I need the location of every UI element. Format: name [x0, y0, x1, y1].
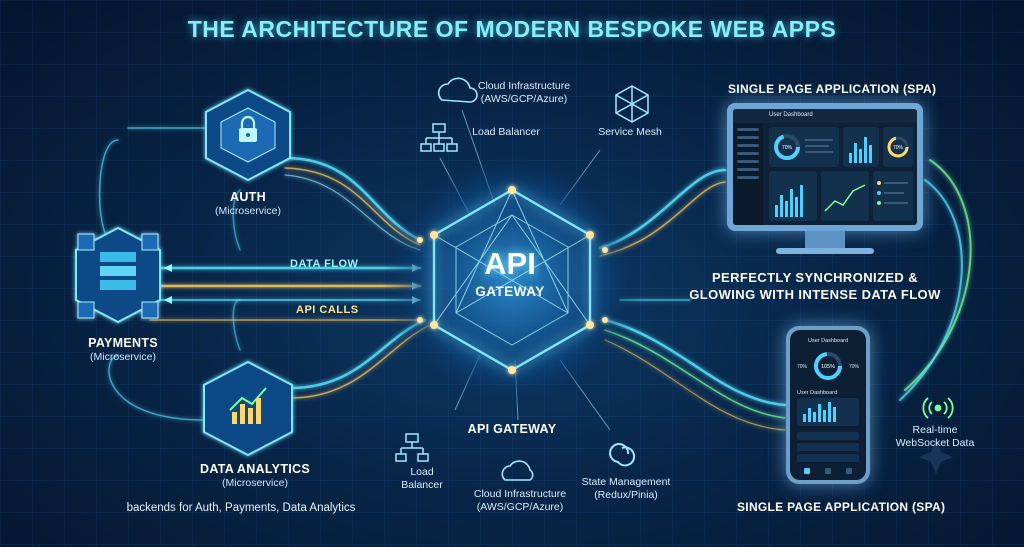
spa-top-heading: SINGLE PAGE APPLICATION (SPA) — [728, 82, 937, 96]
monitor-list-card — [873, 171, 913, 221]
analytics-cube-cluster — [203, 360, 293, 457]
grid-icon — [825, 468, 831, 474]
monitor-gauge1-text: 70% — [782, 145, 793, 151]
phone-gauge-center: 105% — [821, 364, 835, 370]
desktop-monitor: User Dashboard 70% 70% — [727, 103, 923, 231]
gauge-chart: 70% — [774, 134, 833, 160]
phone-list-row — [797, 443, 859, 451]
monitor-dashboard-title: User Dashboard — [769, 112, 813, 118]
monitor-gauge2-card: 70% — [883, 127, 913, 167]
phone-list-row — [797, 454, 859, 462]
monitor-screen: User Dashboard 70% 70% — [733, 109, 917, 225]
phone-gauge-right: 70% — [849, 364, 860, 370]
analytics-label: DATA ANALYTICS (Microservice) — [190, 462, 320, 490]
auth-cube-cluster — [205, 88, 291, 182]
gateway-nodes — [417, 186, 608, 374]
gateway-line2: GATEWAY — [475, 284, 545, 299]
flow-arrows — [164, 264, 420, 304]
monitor-topbar — [733, 109, 917, 123]
state-management-label: State Management (Redux/Pinia) — [581, 476, 671, 501]
bar-chart-icon — [229, 387, 267, 424]
phone-gauge-left: 70% — [797, 364, 808, 370]
monitor-base — [776, 248, 874, 254]
phone-list-row — [797, 432, 859, 440]
lock-icon — [239, 115, 257, 142]
spa-bottom-heading: SINGLE PAGE APPLICATION (SPA) — [737, 500, 946, 514]
gateway-inner-lines — [433, 189, 591, 346]
phone-section-title: User Dashboard — [797, 390, 838, 396]
monitor-sidebar — [733, 123, 763, 225]
payments-type: (Microservice) — [90, 351, 156, 363]
payments-label: PAYMENTS (Microservice) — [68, 336, 178, 364]
page-title: THE ARCHITECTURE OF MODERN BESPOKE WEB A… — [187, 16, 837, 42]
phone-bars-card — [797, 398, 859, 426]
wifi-icon — [922, 397, 954, 419]
monitor-line-card — [821, 171, 869, 221]
monitor-gauge2-text: 70% — [893, 145, 904, 151]
monitor-gauge-card: 70% — [769, 127, 839, 167]
top-load-balancer-label: Load Balancer — [472, 126, 540, 138]
analytics-name: DATA ANALYTICS — [200, 462, 310, 476]
monitor-stand — [805, 231, 845, 249]
home-icon — [804, 468, 810, 474]
payments-name: PAYMENTS — [88, 336, 158, 350]
top-mesh-icon — [615, 85, 649, 123]
monitor-bars-card — [843, 127, 879, 167]
top-cloud-icon — [437, 77, 478, 103]
sparkle-icon — [919, 440, 953, 474]
monitor-bars-card2 — [769, 171, 817, 221]
top-service-mesh-label: Service Mesh — [598, 126, 662, 138]
phone-nav-bar — [804, 468, 852, 474]
bottom-load-balancer-label: Load Balancer — [401, 466, 443, 491]
bottom-hierarchy-icon — [395, 433, 429, 462]
auth-type: (Microservice) — [215, 205, 281, 217]
data-flow-label: DATA FLOW — [290, 258, 359, 270]
mobile-phone: User Dashboard 105% 70% 70% User Dashboa… — [786, 326, 870, 484]
payments-cube-cluster — [75, 226, 161, 324]
gateway-title: API GATEWAY — [440, 246, 580, 299]
top-hierarchy-icon — [420, 123, 458, 152]
top-cloud-label: Cloud Infrastructure (AWS/GCP/Azure) — [477, 80, 571, 105]
bottom-cloud-icon — [501, 460, 534, 481]
gateway-line1: API — [484, 246, 536, 281]
auth-name: AUTH — [230, 190, 266, 204]
api-calls-label: API CALLS — [296, 304, 359, 316]
api-gateway-caption-text: API GATEWAY — [467, 422, 557, 436]
api-gateway-caption: API GATEWAY — [452, 422, 572, 437]
sync-text: PERFECTLY SYNCHRONIZED & GLOWING WITH IN… — [689, 270, 941, 302]
phone-gauges: 105% 70% 70% — [797, 352, 860, 380]
analytics-type: (Microservice) — [222, 477, 288, 489]
footer-text: backends for Auth, Payments, Data Analyt… — [126, 502, 356, 514]
realtime-label: Real-time WebSocket Data — [895, 424, 975, 449]
bottom-cloud-label: Cloud Infrastructure (AWS/GCP/Azure) — [473, 488, 567, 513]
settings-icon — [846, 468, 852, 474]
left-flow-streams — [98, 127, 429, 421]
auth-label: AUTH (Microservice) — [200, 190, 296, 218]
phone-screen: User Dashboard 105% 70% 70% User Dashboa… — [790, 330, 866, 480]
phone-dashboard-title: User Dashboard — [807, 338, 849, 344]
state-icon — [609, 443, 636, 467]
